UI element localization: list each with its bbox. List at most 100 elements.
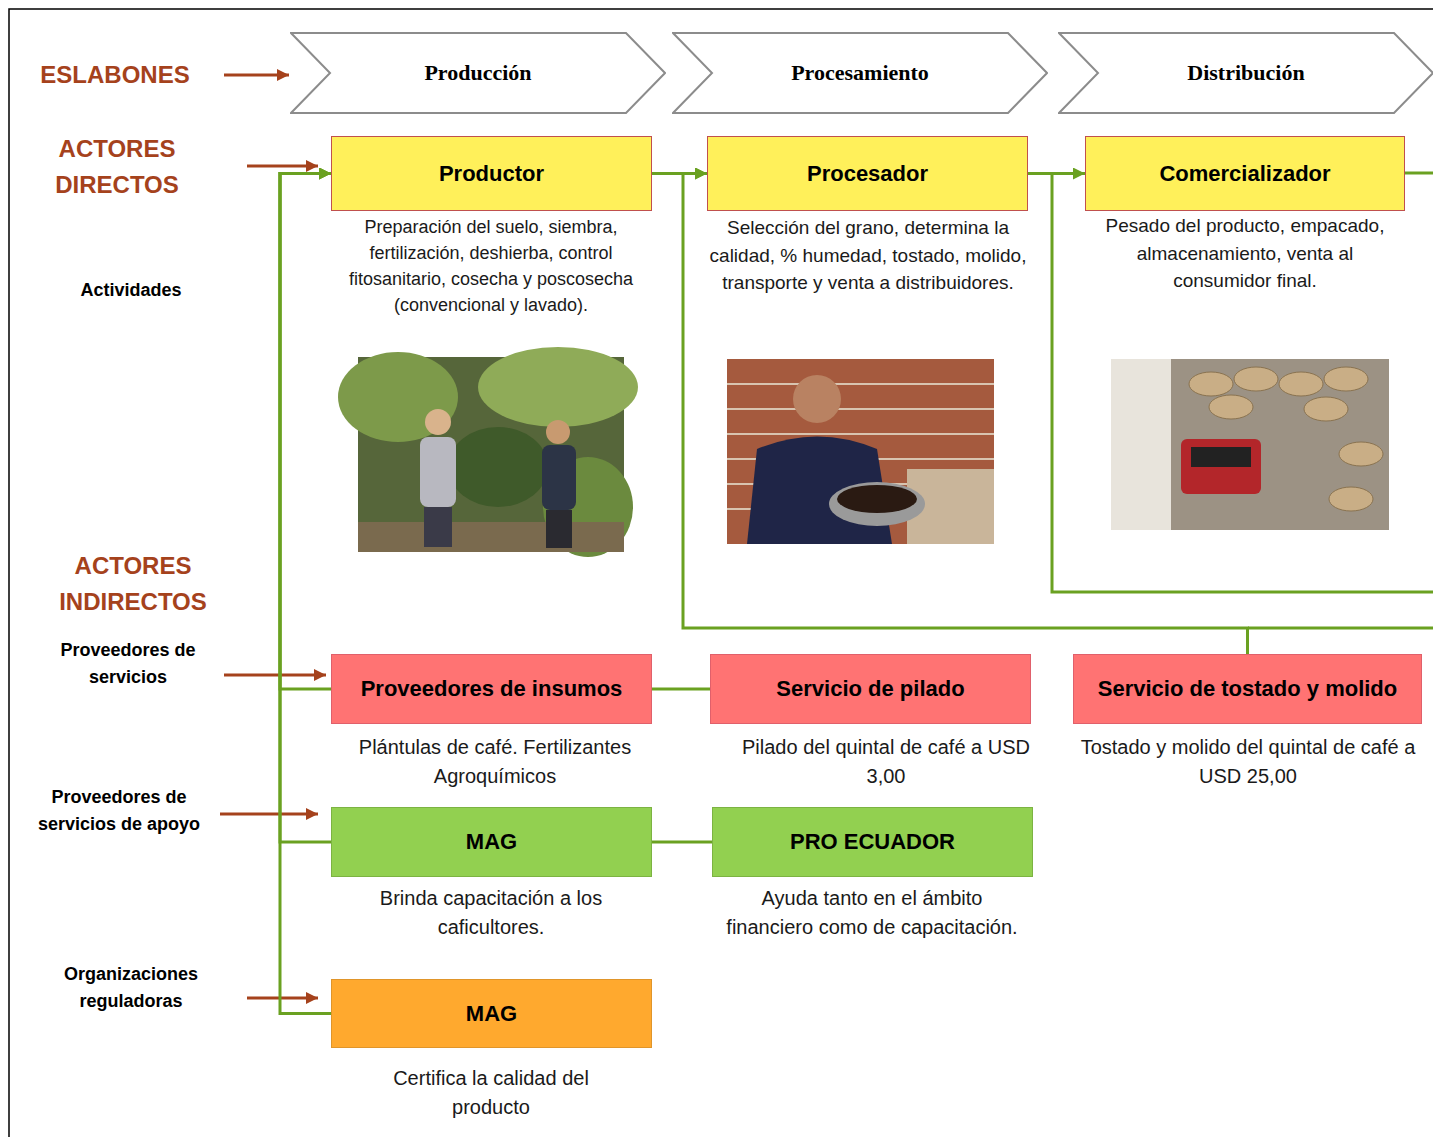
activity-text: Preparación del suelo, siembra, fertiliz…: [324, 214, 658, 318]
support-box: MAGBrinda capacitación a los caficultore…: [331, 807, 652, 877]
person-body: [542, 445, 576, 510]
sack: [1209, 395, 1253, 419]
pan: [829, 482, 925, 526]
actor-name: MAG: [466, 829, 517, 855]
foliage: [448, 427, 548, 507]
actor-name: MAG: [466, 1001, 517, 1027]
chevron-polygon: [673, 33, 1047, 113]
flow-connector: [280, 174, 331, 843]
link-name: Producción: [424, 60, 531, 86]
link-chevron: Procesamiento: [672, 32, 1048, 114]
person-head: [546, 420, 570, 444]
person-legs: [546, 510, 572, 548]
actor-name: Procesador: [807, 161, 928, 187]
box-shape: Procesador: [707, 136, 1028, 211]
row-label: Actividades: [56, 278, 206, 302]
person-legs: [424, 507, 452, 547]
box-shape: Servicio de pilado: [710, 654, 1031, 724]
pointer-arrows: [220, 75, 326, 998]
link-chevron: Producción: [290, 32, 666, 114]
activity-text: Pilado del quintal de café a USD 3,00: [736, 733, 1036, 791]
activity-text: Brinda capacitación a los caficultores.: [346, 884, 636, 942]
flow-connector: [1028, 172, 1085, 175]
flow-line: [1405, 172, 1433, 175]
link-name: Distribución: [1187, 60, 1304, 86]
row-label: Proveedores de servicios: [48, 637, 208, 691]
box-shape: Proveedores de insumos: [331, 654, 652, 724]
soil: [358, 522, 624, 552]
flow-line: [1248, 627, 1433, 630]
row-label: Organizaciones reguladoras: [46, 961, 216, 1015]
pointer-arrow: [224, 74, 289, 77]
activity-text: Tostado y molido del quintal de café a U…: [1078, 733, 1418, 791]
chevron-polygon: [291, 33, 665, 113]
section-label: ESLABONES: [30, 58, 200, 92]
service-box: Proveedores de insumosPlántulas de café.…: [331, 654, 652, 724]
box-shape: Servicio de tostado y molido: [1073, 654, 1422, 724]
person-head: [425, 409, 451, 435]
flow-lines: [1052, 173, 1433, 628]
row-label: Proveedores de servicios de apoyo: [24, 784, 214, 838]
pointer-arrow: [247, 997, 318, 1000]
actor-name: Productor: [439, 161, 544, 187]
activity-text: Pesado del producto, empacado, almacenam…: [1095, 212, 1395, 295]
frame-border: [9, 9, 1433, 1137]
brick-wall: [727, 359, 994, 544]
link-chevron: Distribución: [1058, 32, 1433, 114]
sack: [1279, 372, 1323, 396]
warehouse-photo: [1111, 359, 1389, 530]
section-label: ACTORES INDIRECTOS: [48, 548, 218, 620]
foliage: [478, 347, 638, 427]
actor-name: PRO ECUADOR: [790, 829, 955, 855]
box-shape: PRO ECUADOR: [712, 807, 1033, 877]
box-shape: Productor: [331, 136, 652, 211]
sack: [1324, 367, 1368, 391]
box-shape: Comercializador: [1085, 136, 1405, 211]
service-box: Servicio de tostado y molidoTostado y mo…: [1073, 654, 1422, 724]
link-name: Procesamiento: [791, 60, 929, 86]
farm-photo: [338, 347, 638, 557]
sack: [1329, 487, 1373, 511]
support-box: PRO ECUADORAyuda tanto en el ámbito fina…: [712, 807, 1033, 877]
box-shape: MAG: [331, 807, 652, 877]
actor-name: Servicio de tostado y molido: [1098, 676, 1398, 702]
activity-text: Certifica la calidad del producto: [361, 1064, 621, 1122]
actor-box: ProcesadorSelección del grano, determina…: [707, 136, 1028, 211]
actor-name: Comercializador: [1159, 161, 1330, 187]
actor-box: ComercializadorPesado del producto, empa…: [1085, 136, 1405, 211]
chevron-shape: Procesamiento: [672, 32, 1048, 114]
activity-text: Plántulas de café. Fertilizantes Agroquí…: [330, 733, 660, 791]
pointer-arrow: [224, 674, 326, 677]
actor-name: Proveedores de insumos: [361, 676, 623, 702]
regulator-box: MAGCertifica la calidad del producto: [331, 979, 652, 1048]
sack: [1304, 397, 1348, 421]
warehouse-floor: [1111, 359, 1389, 530]
chevron-shape: Distribución: [1058, 32, 1433, 114]
actor-box: ProductorPreparación del suelo, siembra,…: [331, 136, 652, 211]
pointer-arrow: [220, 813, 318, 816]
chevron-shape: Producción: [290, 32, 666, 114]
sack: [1339, 442, 1383, 466]
flow-connector: [652, 688, 710, 691]
sack: [1234, 367, 1278, 391]
coffee-beans: [837, 485, 917, 513]
flow-connector: [280, 174, 331, 690]
activity-text: Ayuda tanto en el ámbito financiero como…: [722, 884, 1022, 942]
box-shape: MAG: [331, 979, 652, 1048]
person-head: [793, 375, 841, 423]
roasting-photo: [727, 359, 994, 544]
flow-line: [1052, 173, 1433, 592]
truck-window: [1191, 447, 1251, 467]
foliage: [338, 352, 458, 442]
sack: [1189, 372, 1233, 396]
truck: [1181, 439, 1261, 494]
flow-connector: [280, 174, 331, 1014]
section-label: ACTORES DIRECTOS: [32, 131, 202, 203]
service-box: Servicio de piladoPilado del quintal de …: [710, 654, 1031, 724]
actor-name: Servicio de pilado: [776, 676, 964, 702]
person-body: [420, 437, 456, 507]
flow-connector: [652, 841, 712, 844]
chevron-polygon: [1059, 33, 1433, 113]
pointer-arrow: [247, 165, 318, 168]
